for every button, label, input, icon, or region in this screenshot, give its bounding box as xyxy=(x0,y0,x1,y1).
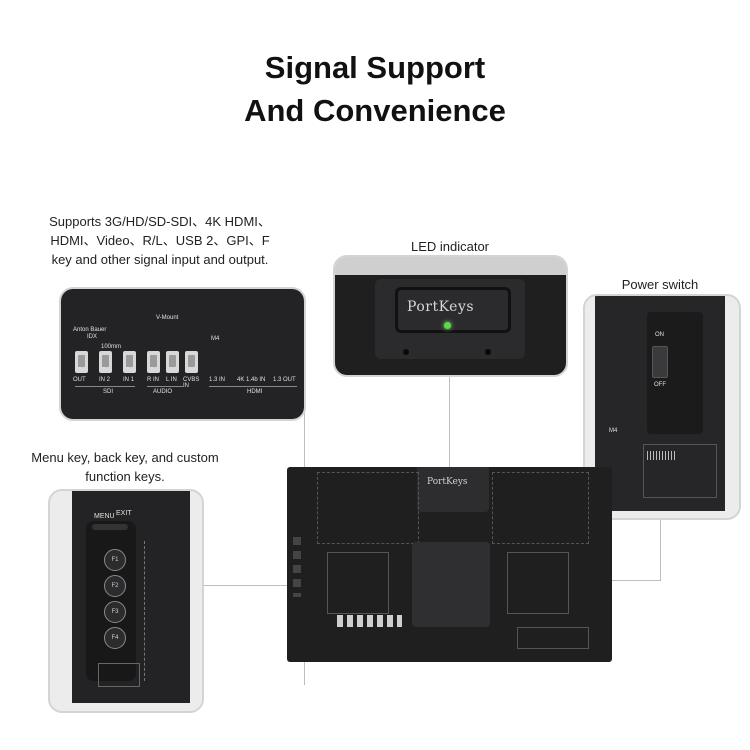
headline-line-1: Signal Support xyxy=(264,50,486,85)
sdi-in2-port xyxy=(99,351,112,373)
exit-key-label: EXIT xyxy=(116,510,132,517)
mount-outline xyxy=(317,472,419,544)
menu-exit-keys[interactable] xyxy=(92,524,128,530)
led-detail-panel: PortKeys xyxy=(333,255,568,377)
port-label: OUT xyxy=(73,377,86,383)
bracket-outline xyxy=(144,541,185,681)
m4-label: M4 xyxy=(211,336,220,342)
vmount-label: V-Mount xyxy=(156,315,179,321)
audio-l-port xyxy=(166,351,179,373)
cvbs-port xyxy=(185,351,198,373)
keys-caption: Menu key, back key, and custom function … xyxy=(31,450,219,484)
io-detail-panel: V-Mount Anton Bauer IDX 100mm M4 OUT IN … xyxy=(59,287,306,421)
hdmi-group-label: HDMI xyxy=(247,389,263,395)
port-label: 4K 1.4b IN xyxy=(237,377,266,383)
f2-key[interactable]: F2 xyxy=(104,575,126,597)
keys-detail-panel: MENU EXIT F1 F2 F3 F4 xyxy=(48,489,204,713)
screw xyxy=(485,349,491,355)
group-divider xyxy=(75,386,135,387)
led-indicator-light xyxy=(444,322,451,329)
connector-line xyxy=(449,373,450,473)
m4-label: M4 xyxy=(609,428,618,434)
connector-line xyxy=(598,580,661,581)
mount-outline xyxy=(492,472,589,544)
power-caption: Power switch xyxy=(621,277,699,292)
led-panel-rim xyxy=(335,257,566,275)
port-label: L IN xyxy=(166,377,177,383)
audio-group-label: AUDIO xyxy=(153,389,173,395)
spec-label-plate xyxy=(643,444,717,498)
sdi-out-port xyxy=(75,351,88,373)
audio-r-port xyxy=(147,351,160,373)
monitor-brand-logo: PortKeys xyxy=(427,477,468,487)
screw xyxy=(403,349,409,355)
port-label: 1.3 OUT xyxy=(273,377,296,383)
carry-handle xyxy=(395,287,511,333)
f4-key[interactable]: F4 xyxy=(104,627,126,649)
group-divider xyxy=(209,386,297,387)
headline-line-2: And Convenience xyxy=(244,93,506,128)
group-divider xyxy=(147,386,183,387)
side-keys xyxy=(293,537,301,597)
idx-label: IDX xyxy=(87,334,98,340)
io-port-row xyxy=(337,615,402,627)
power-detail-panel: ON OFF M4 xyxy=(583,294,741,520)
sdi-group-label: SDI xyxy=(103,389,114,395)
f3-key[interactable]: F3 xyxy=(104,601,126,623)
sdi-in1-port xyxy=(123,351,136,373)
barcode xyxy=(647,451,675,460)
connector-line xyxy=(202,585,292,586)
stand-bracket xyxy=(412,542,490,627)
io-panel-device xyxy=(61,289,304,419)
menu-key-label: MENU xyxy=(94,513,115,520)
port-label: IN 1 xyxy=(123,377,135,383)
power-off-label: OFF xyxy=(654,382,666,388)
power-switch[interactable] xyxy=(652,346,668,378)
led-caption: LED indicator xyxy=(410,239,490,254)
brand-logo: PortKeys xyxy=(407,299,475,315)
port-label: IN 2 xyxy=(99,377,111,383)
spec-label xyxy=(517,627,589,649)
io-caption: Supports 3G/HD/SD-SDI、4K HDMI、HDMI、Video… xyxy=(49,214,271,267)
vmount-plate xyxy=(327,552,389,614)
monitor-back: PortKeys xyxy=(287,467,612,662)
port-label: CVBS IN xyxy=(183,377,200,389)
vmount-plate xyxy=(507,552,569,614)
port-label: 1.3 IN xyxy=(209,377,226,383)
connector-line xyxy=(660,515,661,581)
port-label: R IN xyxy=(147,377,159,383)
size-label: 100mm xyxy=(101,344,122,350)
usb-label-plate xyxy=(98,663,140,687)
monitor-handle xyxy=(417,467,489,512)
anton-bauer-label: Anton Bauer xyxy=(73,327,107,333)
f1-key[interactable]: F1 xyxy=(104,549,126,571)
power-on-label: ON xyxy=(655,332,664,338)
